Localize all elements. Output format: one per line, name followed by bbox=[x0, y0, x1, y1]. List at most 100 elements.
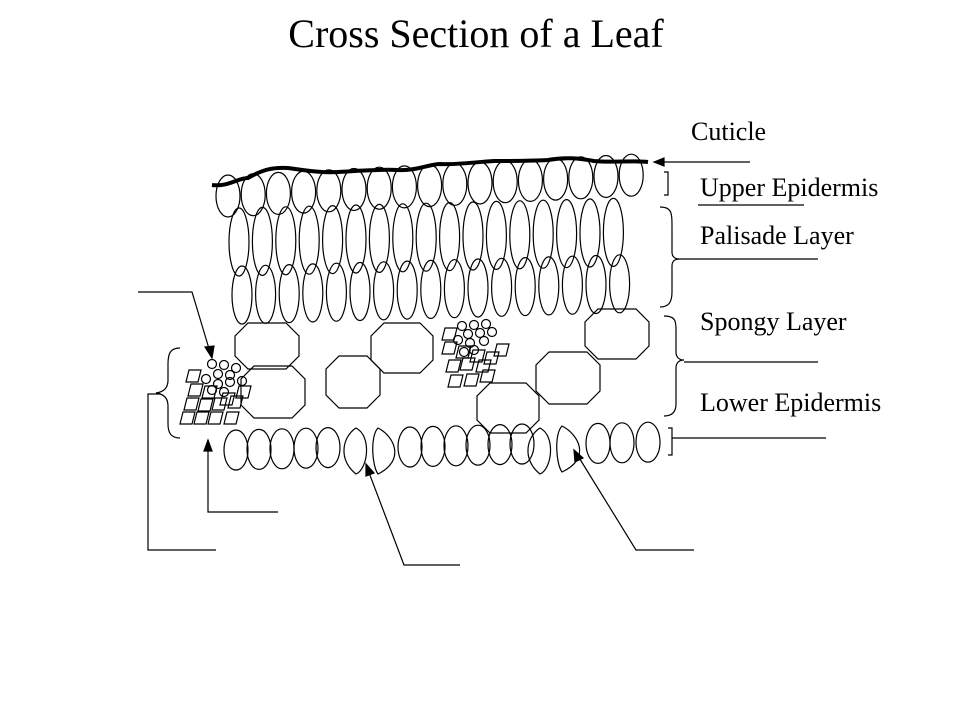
palisade-cell bbox=[485, 200, 507, 270]
lower-epidermis-cell bbox=[465, 424, 491, 466]
phloem-cell bbox=[193, 411, 210, 425]
lower-epidermis-bracket bbox=[668, 427, 673, 456]
xylem-cell bbox=[212, 378, 224, 390]
phloem-cell bbox=[479, 369, 496, 383]
spongy-cell bbox=[535, 351, 601, 405]
palisade-cell bbox=[602, 197, 625, 267]
upper-epidermis-cell bbox=[341, 167, 367, 212]
vascular-bundles bbox=[179, 318, 510, 425]
lower-epidermis-cell bbox=[315, 427, 341, 469]
palisade-layer-label: Palisade Layer bbox=[700, 221, 854, 250]
upper-epidermis-cell bbox=[316, 169, 342, 213]
xylem-arrowhead bbox=[203, 345, 215, 360]
palisade-cell bbox=[608, 254, 631, 314]
lower-epidermis-cell bbox=[635, 421, 661, 463]
upper-epidermis-cell bbox=[517, 158, 544, 202]
xylem-cell bbox=[224, 376, 236, 388]
phloem-cell bbox=[441, 341, 458, 355]
upper-epidermis-cell bbox=[215, 174, 241, 218]
guard-cell bbox=[372, 427, 396, 475]
xylem-cell bbox=[462, 328, 474, 340]
lower-epidermis-cell bbox=[420, 425, 446, 467]
xylem-cell bbox=[486, 326, 498, 338]
upper-epidermis-label: Upper Epidermis bbox=[700, 173, 878, 202]
upper-epidermis-cell bbox=[366, 166, 392, 210]
phloem-cell bbox=[475, 359, 492, 373]
upper-epidermis-cell bbox=[467, 161, 493, 205]
phloem-arrowhead bbox=[203, 438, 213, 452]
xylem-cell bbox=[458, 346, 470, 358]
spongy-cell bbox=[584, 308, 650, 360]
palisade-cell bbox=[585, 254, 607, 315]
xylem-cell bbox=[200, 373, 212, 385]
xylem-cell bbox=[218, 359, 230, 371]
palisade-cell bbox=[396, 260, 418, 320]
phloem-cell bbox=[493, 343, 510, 357]
guard-cell-arrowhead bbox=[573, 448, 585, 463]
xylem-cell bbox=[468, 319, 480, 331]
upper-epidermis-cell bbox=[492, 160, 518, 204]
cuticle-arrowhead bbox=[652, 157, 665, 167]
phloem-cell bbox=[223, 411, 240, 425]
phloem-cell bbox=[219, 392, 236, 406]
palisade-cell bbox=[509, 200, 531, 270]
guard-cells bbox=[343, 425, 581, 475]
palisade-cell bbox=[555, 199, 578, 269]
diagram-title: Cross Section of a Leaf bbox=[288, 11, 664, 56]
phloem-cell bbox=[463, 373, 480, 387]
palisade-cell bbox=[228, 207, 250, 277]
palisade-cell bbox=[491, 257, 513, 317]
xylem-pointer bbox=[138, 291, 211, 353]
palisade-cell bbox=[275, 206, 297, 276]
palisade-cell bbox=[368, 203, 390, 273]
palisade-cell bbox=[532, 199, 554, 269]
palisade-cell bbox=[538, 256, 560, 316]
lower-epidermis-cell bbox=[443, 425, 469, 467]
stoma-pointer bbox=[367, 469, 460, 566]
palisade-cell bbox=[462, 201, 484, 271]
upper-epidermis-cell bbox=[417, 164, 443, 208]
upper-epidermis-cell bbox=[542, 157, 569, 201]
palisade-cell bbox=[420, 259, 442, 319]
upper-epidermis-cell bbox=[391, 165, 417, 209]
palisade-cell bbox=[349, 261, 371, 322]
guard-cell bbox=[343, 427, 368, 475]
palisade-cell bbox=[298, 205, 320, 275]
spongy-cell bbox=[370, 322, 434, 374]
spongy-cell bbox=[476, 382, 540, 434]
phloem-cell bbox=[211, 397, 228, 411]
palisade-cell bbox=[373, 261, 395, 321]
guard-cell bbox=[556, 425, 581, 473]
label-leader-lines bbox=[652, 157, 826, 439]
palisade-cell bbox=[467, 258, 489, 318]
palisade-cell bbox=[579, 198, 601, 268]
xylem-cell bbox=[224, 369, 236, 381]
phloem-cell bbox=[187, 383, 204, 397]
guard-cell-pointer bbox=[577, 455, 694, 551]
lower-epidermis-cell bbox=[397, 426, 423, 468]
upper-epidermis-cell bbox=[593, 154, 619, 199]
lower-epidermis-cell bbox=[246, 428, 272, 470]
palisade-cell bbox=[231, 265, 253, 325]
phloem-cell bbox=[445, 359, 462, 373]
spongy-cell bbox=[234, 322, 300, 370]
upper-epidermis-cell bbox=[265, 171, 291, 215]
palisade-cell bbox=[302, 263, 324, 323]
lower-epidermis-cell bbox=[269, 428, 295, 470]
upper-epidermis-cell bbox=[568, 156, 594, 200]
lower-epidermis-cell bbox=[509, 423, 535, 465]
vein-pointer bbox=[147, 393, 216, 551]
phloem-cell bbox=[227, 395, 244, 409]
phloem-cell bbox=[183, 397, 200, 411]
palisade-cell bbox=[415, 202, 437, 272]
xylem-cell bbox=[474, 327, 486, 339]
xylem-cell bbox=[212, 368, 224, 380]
xylem-cell bbox=[230, 362, 242, 374]
palisade-cell bbox=[345, 204, 367, 274]
lower-epidermis-cells bbox=[223, 421, 661, 471]
xylem-cell bbox=[480, 318, 492, 330]
cuticle-line bbox=[211, 156, 649, 188]
spongy-cell bbox=[325, 355, 381, 409]
phloem-cell bbox=[179, 411, 196, 425]
phloem-pointer bbox=[207, 446, 278, 513]
